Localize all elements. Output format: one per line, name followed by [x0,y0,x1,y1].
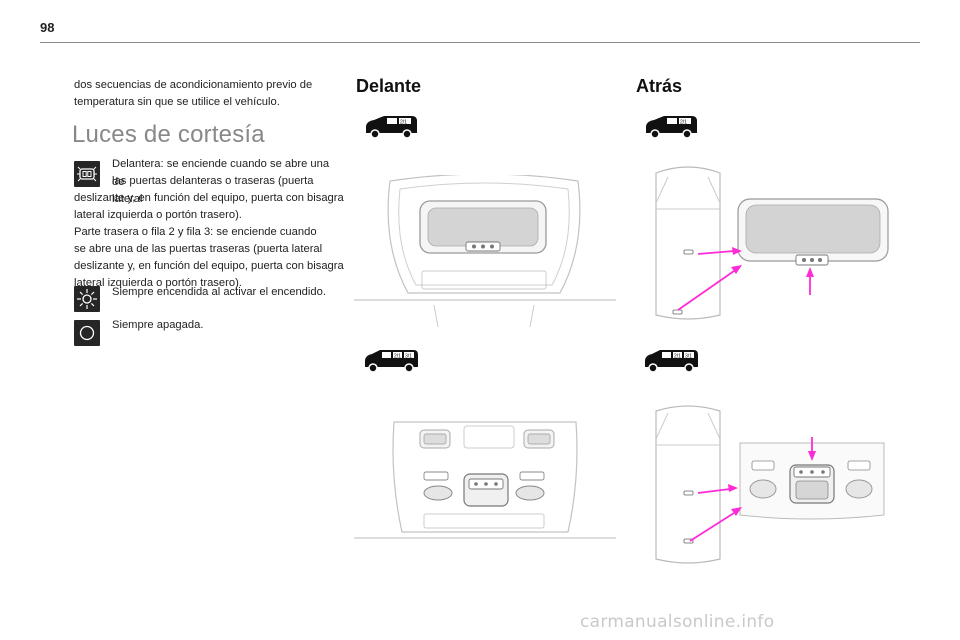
long-van-icon-front: 2/1 3/1 [365,350,418,373]
van-badge-row2: 2/1 [394,354,401,360]
front-long-courtesy-light-diagram [354,421,616,539]
front-column-title: Delante [356,76,422,96]
item-front-line-3: deslizante y, en función del equipo, pue… [74,192,344,204]
van-badge-row3: 3/1 [685,354,692,360]
section-title: Luces de cortesía [72,121,265,148]
light-on-icon [74,286,100,312]
long-van-icon-rear: 2/1 3/1 [645,350,698,373]
footer-watermark: carmanualsonline.info [580,612,775,632]
item-rear-line-4: lateral izquierda o portón trasero). [74,277,242,289]
rear-column-title: Atrás [636,76,683,96]
header-rule [40,42,920,43]
item-light-on-text: Siempre encendida al activar el encendid… [112,286,326,298]
van-badge-row2: 2/1 [674,354,681,360]
rear-long-courtesy-light-diagram [655,405,885,564]
van-badge: 2/1 [680,120,687,126]
short-van-icon-rear: 2/1 [646,116,697,139]
van-badge-row3: 3/1 [405,354,412,360]
item-front-line-2: las puertas delanteras o traseras (puert… [112,175,314,205]
short-van-icon-front: 2/1 [366,116,417,139]
item-front-line-4: lateral izquierda o portón trasero). [74,209,242,221]
item-rear-line-1: Parte trasera o fila 2 y fila 3: se enci… [74,226,317,238]
light-off-icon [74,320,100,346]
door-ajar-light-icon [74,161,100,187]
item-rear-line-2: se abre una de las puertas traseras (pue… [74,243,323,255]
page-number: 98 [40,20,55,35]
item-light-off-text: Siempre apagada. [112,319,204,331]
front-courtesy-light-diagram [354,175,616,328]
item-rear-line-3: deslizante y, en función del equipo, pue… [74,260,344,272]
item-front-line-1: Delantera: se enciende cuando se abre un… [112,158,330,188]
van-badge: 2/1 [400,120,407,126]
rear-courtesy-light-diagram [655,166,889,320]
intro-paragraph: dos secuencias de acondicionamiento prev… [74,79,313,108]
